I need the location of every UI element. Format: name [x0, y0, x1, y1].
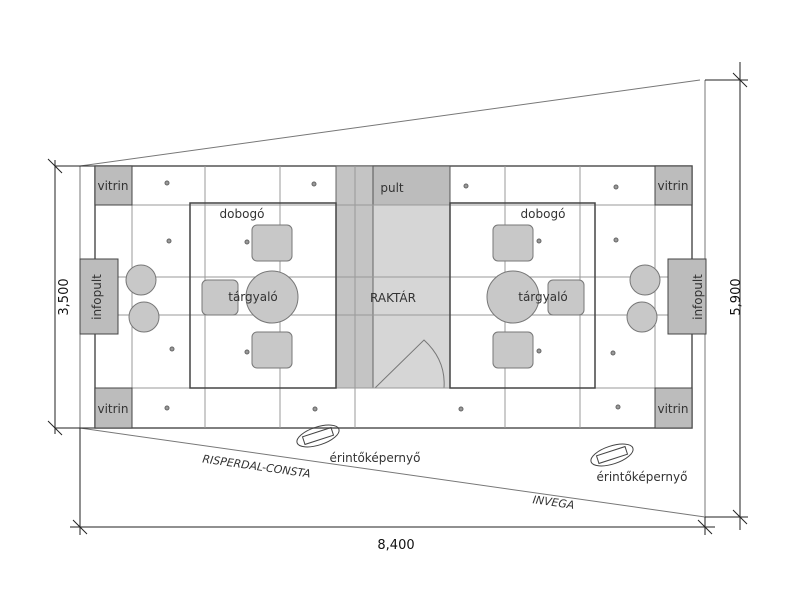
- vitrin-top-left: [94, 165, 133, 206]
- touchscreen-label: érintőképernyő: [597, 470, 688, 484]
- dimension-lines: [47, 62, 748, 535]
- dimension-right-height: 5,900: [729, 278, 744, 315]
- vitrin-label: vitrin: [657, 179, 688, 193]
- vitrin-top-right: [654, 165, 693, 206]
- vitrin-label: vitrin: [97, 402, 128, 416]
- armchair: [251, 331, 293, 369]
- spotlights: [164, 180, 621, 412]
- armchair: [492, 331, 534, 369]
- stool: [629, 264, 661, 296]
- pult: [372, 165, 451, 206]
- touchscreen-icon: [296, 424, 340, 448]
- stool: [626, 301, 658, 333]
- armchair: [201, 279, 239, 316]
- dobogo-label: dobogó: [521, 207, 566, 221]
- touchscreen-icon: [590, 443, 634, 467]
- infopult-right: [667, 258, 707, 335]
- vitrin-label: vitrin: [97, 179, 128, 193]
- raktar-label: RAKTÁR: [370, 290, 416, 305]
- touchscreen-label: érintőképernyő: [330, 451, 421, 465]
- armchair: [547, 279, 585, 316]
- door-swing: [374, 339, 445, 389]
- stool: [128, 301, 160, 333]
- vitrin-bottom-right: [654, 387, 693, 429]
- infopult-left: [79, 258, 119, 335]
- brand-invega: INVEGA: [532, 493, 575, 512]
- targyalo-label: tárgyaló: [228, 290, 278, 304]
- round-table: [486, 270, 540, 324]
- targyalo-label: tárgyaló: [518, 290, 568, 304]
- dobogo-right: [449, 202, 596, 389]
- vitrin-label: vitrin: [657, 402, 688, 416]
- dobogo-label: dobogó: [220, 207, 265, 221]
- dimension-left-height: 3,500: [57, 278, 72, 315]
- pult-label: pult: [380, 181, 404, 195]
- infopult-label: infopult: [691, 274, 705, 320]
- dobogo-left: [189, 202, 337, 389]
- dimension-width: 8,400: [377, 538, 414, 553]
- stool: [125, 264, 157, 296]
- infopult-label: infopult: [90, 274, 104, 320]
- brand-risperdal: RISPERDAL-CONSTA: [202, 453, 312, 481]
- armchair: [251, 224, 293, 262]
- vitrin-bottom-left: [94, 387, 133, 429]
- round-table: [245, 270, 299, 324]
- armchair: [492, 224, 534, 262]
